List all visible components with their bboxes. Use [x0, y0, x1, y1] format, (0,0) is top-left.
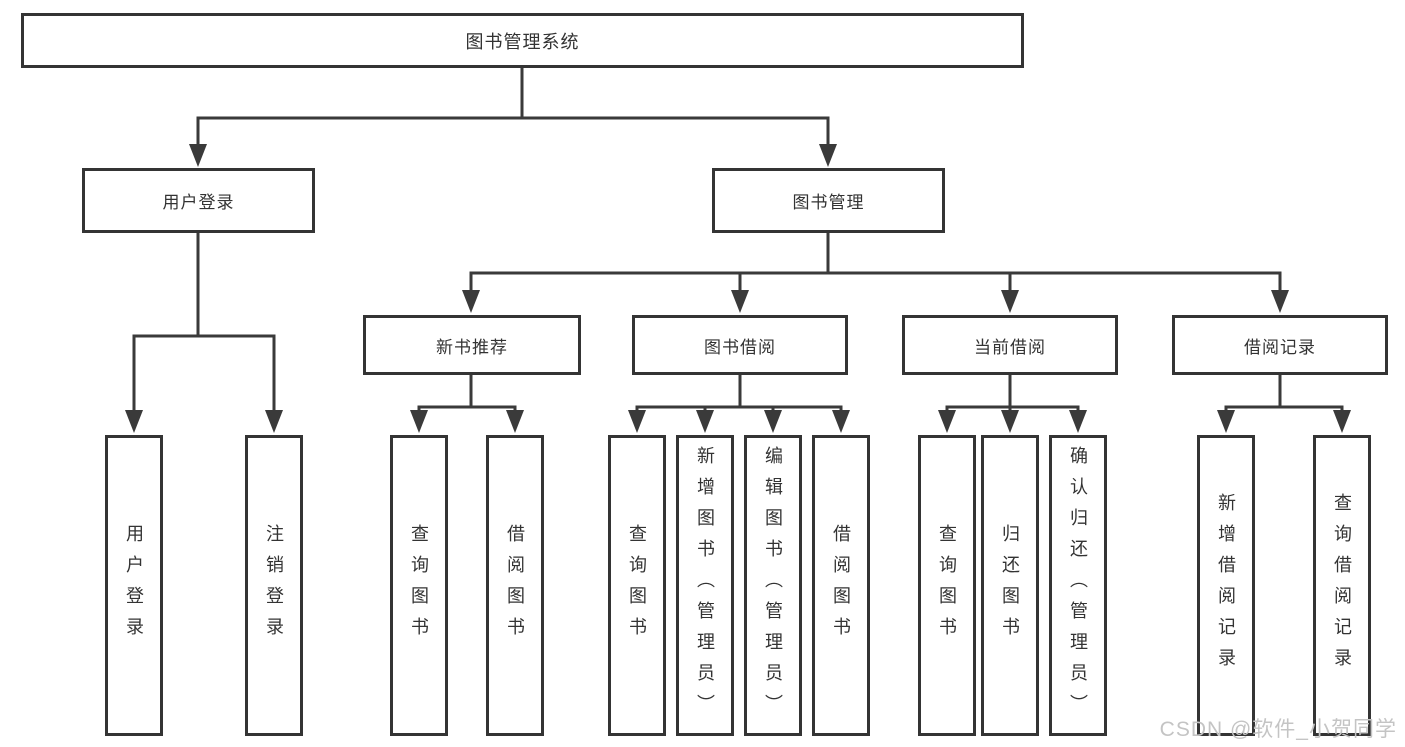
leaf-label: 查询图书 [937, 523, 957, 648]
connector-root [196, 66, 830, 148]
arrowhead [462, 290, 480, 313]
leaf-label: 编辑图书（管理员） [763, 446, 783, 725]
leaf-label: 确认归还（管理员） [1068, 446, 1088, 725]
leaf-label: 查询借阅记录 [1332, 492, 1352, 679]
leaf-return-books: 归还图书 [981, 435, 1039, 736]
arrowheads [125, 144, 1351, 433]
connector-borrow-record [1224, 373, 1344, 415]
csdn-watermark: CSDN @软件_小贺同学 [1159, 718, 1397, 741]
node-book-management: 图书管理 [712, 168, 945, 233]
leaf-label: 借阅图书 [505, 523, 525, 648]
leaf-confirm-return-admin: 确认归还（管理员） [1049, 435, 1107, 736]
arrowhead [764, 410, 782, 433]
leaf-label: 查询图书 [627, 523, 647, 648]
arrowhead [832, 410, 850, 433]
leaf-user-login-action: 用户登录 [105, 435, 163, 736]
arrowhead [696, 410, 714, 433]
leaf-add-books-admin: 新增图书（管理员） [676, 435, 734, 736]
node-new-book-recommend: 新书推荐 [363, 315, 581, 375]
leaf-edit-books-admin: 编辑图书（管理员） [744, 435, 802, 736]
connector-current-borrow [945, 373, 1080, 415]
connector-book-borrow [635, 373, 843, 415]
leaf-query-books-current: 查询图书 [918, 435, 976, 736]
connector-user-login [132, 231, 276, 415]
arrowhead [1069, 410, 1087, 433]
leaf-label: 查询图书 [409, 523, 429, 648]
leaf-label: 新增图书（管理员） [695, 446, 715, 725]
leaf-label: 新增借阅记录 [1216, 492, 1236, 679]
node-current-borrowing: 当前借阅 [902, 315, 1118, 375]
node-book-borrowing: 图书借阅 [632, 315, 848, 375]
leaf-add-borrow-record: 新增借阅记录 [1197, 435, 1255, 736]
connector-book-mgmt [469, 231, 1282, 294]
node-borrowing-records: 借阅记录 [1172, 315, 1388, 375]
arrowhead [731, 290, 749, 313]
node-user-login: 用户登录 [82, 168, 315, 233]
arrowhead [1333, 410, 1351, 433]
arrowhead [1001, 410, 1019, 433]
leaf-query-books-recommend: 查询图书 [390, 435, 448, 736]
leaf-label: 归还图书 [1000, 523, 1020, 648]
leaf-query-borrow-record: 查询借阅记录 [1313, 435, 1371, 736]
arrowhead [1001, 290, 1019, 313]
leaf-borrow-books: 借阅图书 [812, 435, 870, 736]
arrowhead [819, 144, 837, 167]
arrowhead [1271, 290, 1289, 313]
arrowhead [1217, 410, 1235, 433]
leaf-label: 借阅图书 [831, 523, 851, 648]
arrowhead [189, 144, 207, 167]
connector-new-books [417, 373, 517, 415]
leaf-label: 用户登录 [124, 523, 144, 648]
arrowhead [938, 410, 956, 433]
arrowhead [125, 410, 143, 433]
leaf-query-books-borrowing: 查询图书 [608, 435, 666, 736]
arrowhead [265, 410, 283, 433]
leaf-logout: 注销登录 [245, 435, 303, 736]
arrowhead [506, 410, 524, 433]
arrowhead [628, 410, 646, 433]
arrowhead [410, 410, 428, 433]
node-root-system: 图书管理系统 [21, 13, 1024, 68]
leaf-borrow-books-recommend: 借阅图书 [486, 435, 544, 736]
leaf-label: 注销登录 [264, 523, 284, 648]
